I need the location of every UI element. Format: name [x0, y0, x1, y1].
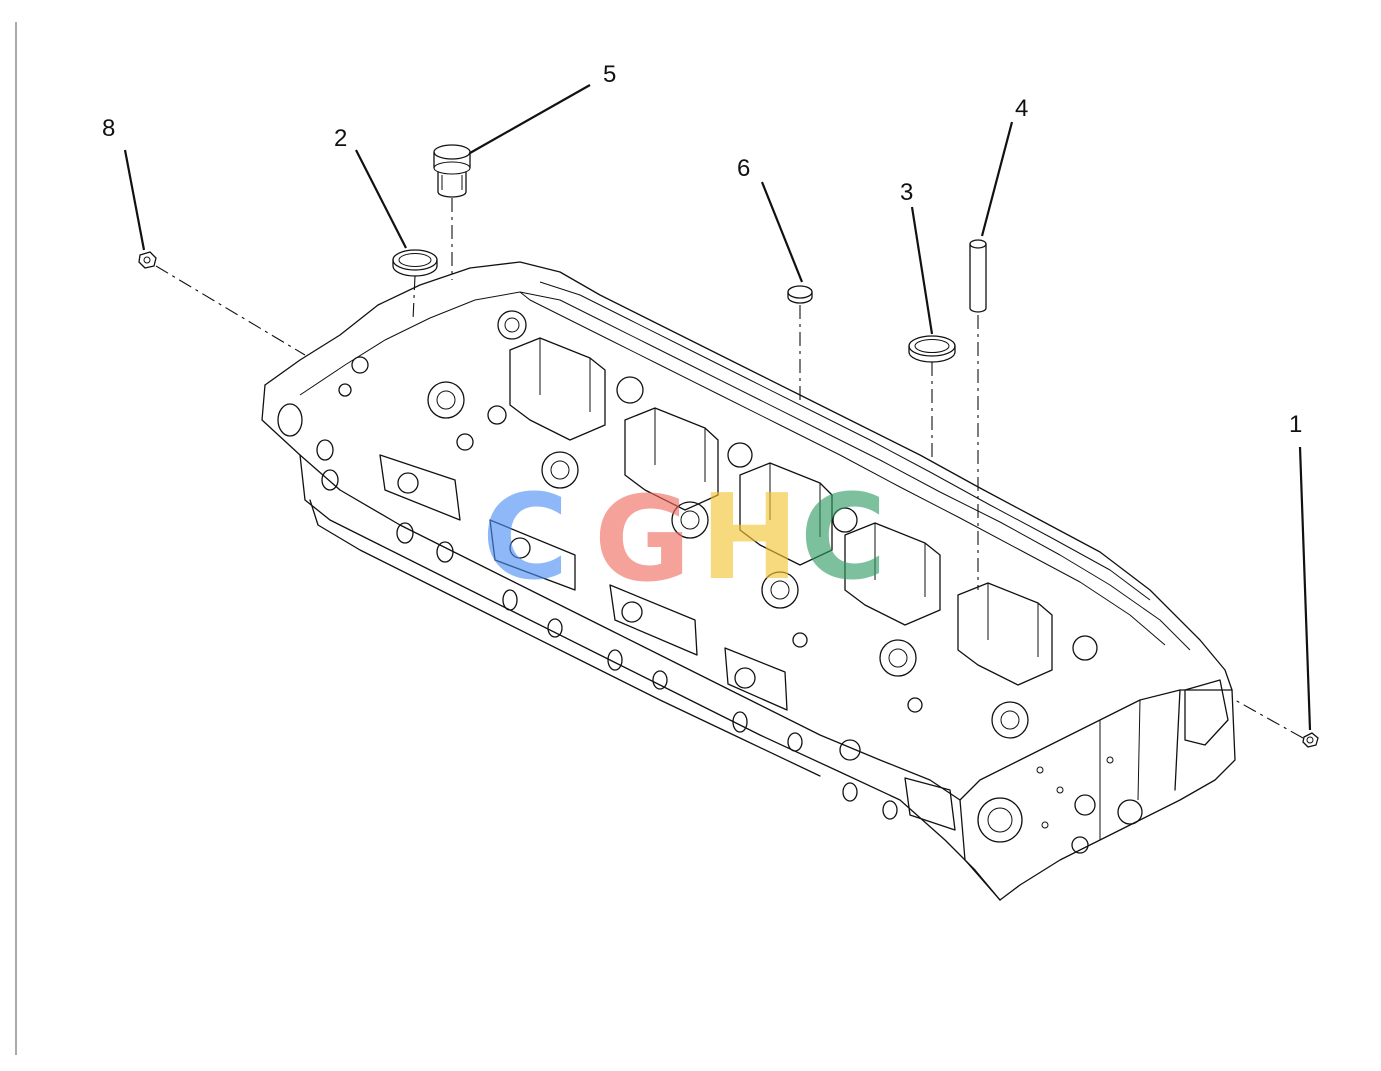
assembly-line-8 — [155, 265, 306, 356]
leader-line-3 — [910, 206, 934, 335]
callout-6: 6 — [737, 155, 750, 182]
part-4-dowel — [969, 239, 987, 313]
part-1-bolt — [1302, 732, 1319, 748]
leader-line-8 — [123, 149, 146, 251]
assembly-line-1 — [1234, 699, 1304, 739]
part-6-small-seal — [787, 285, 813, 304]
leader-line-1 — [1298, 446, 1312, 731]
callout-1: 1 — [1289, 411, 1302, 438]
watermark-letter-1: C — [482, 468, 569, 606]
callout-2: 2 — [334, 125, 347, 152]
cylinder-head-illustration — [261, 261, 1236, 901]
rocker-pedestal-2 — [624, 407, 719, 511]
watermark-letter-4: C — [800, 468, 887, 606]
part-3-seal-ring — [908, 335, 956, 363]
leader-line-5 — [469, 84, 591, 154]
callout-5: 5 — [603, 61, 616, 88]
watermark-letter-2: G — [594, 470, 691, 608]
callout-4: 4 — [1015, 95, 1028, 122]
rocker-pedestal-1 — [509, 337, 606, 441]
rocker-pedestal-3 — [739, 462, 833, 566]
leader-line-6 — [760, 181, 804, 283]
watermark-letter-3: H — [700, 468, 799, 606]
rocker-pedestal-5 — [957, 582, 1053, 686]
leader-line-2 — [355, 149, 407, 249]
assembly-line-2 — [412, 275, 416, 321]
part-5-sleeve — [433, 144, 471, 198]
rocker-pedestal-4 — [844, 522, 941, 626]
callout-3: 3 — [900, 179, 913, 206]
watermark-logo: C G H C — [482, 468, 887, 608]
leader-line-4 — [980, 121, 1014, 237]
part-2-seal-ring — [392, 249, 438, 277]
part-8-bolt — [138, 251, 157, 269]
callout-8: 8 — [102, 115, 115, 142]
